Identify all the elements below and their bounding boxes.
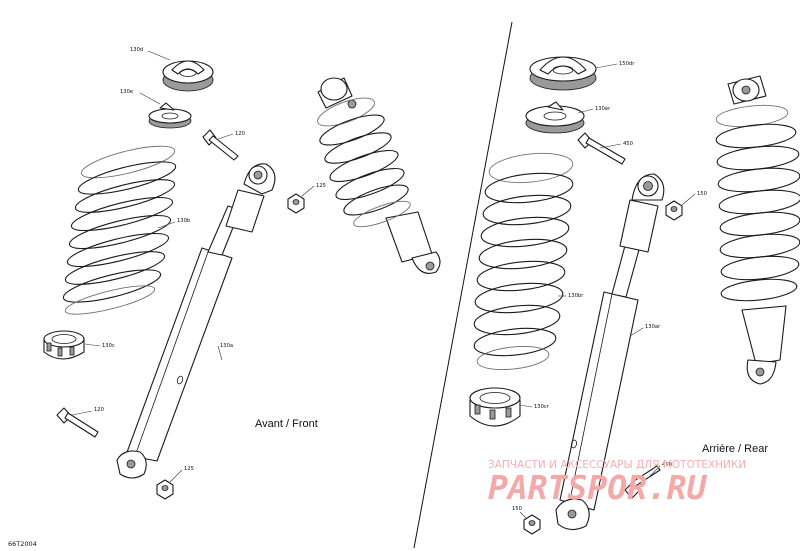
- callout-front-bolt-top: 120: [235, 131, 245, 137]
- callout-front-spring: 130b: [177, 218, 191, 224]
- rear-bolt-top: [577, 132, 626, 165]
- callout-rear-washer: 130er: [595, 106, 611, 112]
- callout-front-shock: 130a: [220, 343, 233, 349]
- front-bolt-bottom: [56, 407, 99, 438]
- rear-callout-lines: [519, 63, 696, 519]
- callout-rear-nut-bottom: 150: [512, 506, 522, 512]
- front-shock-absorber: [116, 163, 276, 479]
- callout-front-adjuster: 130c: [102, 343, 115, 349]
- front-rear-divider: [413, 21, 513, 549]
- watermark-tagline: ЗАПЧАСТИ И АКСЕССУАРЫ ДЛЯ МОТОТЕХНИКИ: [488, 459, 746, 471]
- front-washer: [148, 102, 192, 129]
- rear-bolt-bottom: [624, 465, 661, 499]
- callout-rear-adjuster: 130cr: [534, 404, 550, 410]
- front-callout-lines: [71, 50, 315, 483]
- callout-rear-bolt-bottom: 450: [662, 462, 672, 468]
- front-spring: [62, 145, 177, 315]
- callout-rear-nut-top: 150: [697, 191, 707, 197]
- front-nut-bottom: [156, 479, 174, 500]
- rear-nut-bottom: [523, 514, 541, 535]
- caption-front: Avant / Front: [255, 418, 318, 430]
- rear-washer: [525, 101, 585, 134]
- watermark-logo: PARTSPOR.RU: [488, 468, 708, 507]
- front-spring-adjuster: [43, 330, 85, 360]
- callout-rear-spring: 130br: [568, 293, 584, 299]
- rear-nut-top: [665, 200, 683, 221]
- callout-rear-shock: 130ar: [645, 324, 661, 330]
- front-bolt-top: [202, 129, 239, 161]
- drawing-code: 66T2004: [8, 540, 37, 548]
- callout-front-nut-bottom: 125: [184, 466, 194, 472]
- rear-spring: [473, 152, 574, 371]
- callout-front-washer: 130e: [120, 89, 133, 95]
- caption-rear: Arrière / Rear: [702, 443, 768, 455]
- callout-rear-retainer: 150dr: [619, 61, 635, 67]
- callout-front-retainer: 130d: [130, 47, 143, 53]
- front-shock-assembled: [317, 77, 441, 274]
- front-spring-retainer: [162, 60, 214, 92]
- callout-rear-bolt-top: 450: [623, 141, 633, 147]
- callout-front-bolt-bottom: 120: [94, 407, 104, 413]
- front-nut-top: [287, 193, 305, 214]
- rear-spring-retainer: [529, 56, 597, 91]
- rear-spring-adjuster: [469, 387, 521, 427]
- rear-shock-absorber: [555, 173, 665, 531]
- rear-shock-assembled: [715, 75, 800, 385]
- callout-front-nut-top: 125: [316, 183, 326, 189]
